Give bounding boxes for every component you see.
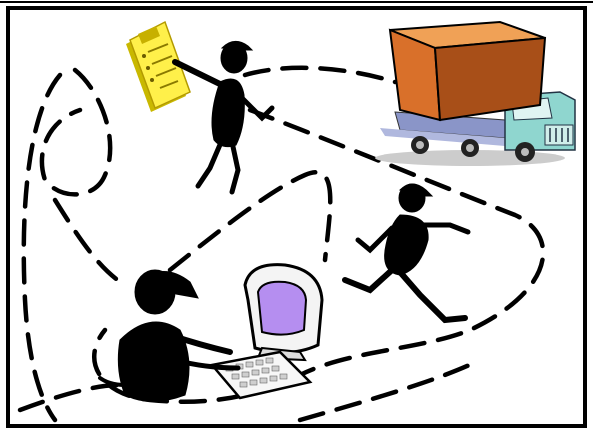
path-middle: [170, 172, 330, 270]
clipboard-person: [175, 41, 272, 192]
path-bottom: [300, 360, 480, 420]
computer-monitor: [245, 265, 322, 360]
running-person: [345, 184, 468, 320]
cargo-box: [390, 22, 545, 120]
computer-person: [100, 270, 238, 402]
path-top-right: [245, 68, 395, 82]
path-bottom-left: [20, 385, 120, 410]
path-left-lower: [55, 200, 125, 285]
